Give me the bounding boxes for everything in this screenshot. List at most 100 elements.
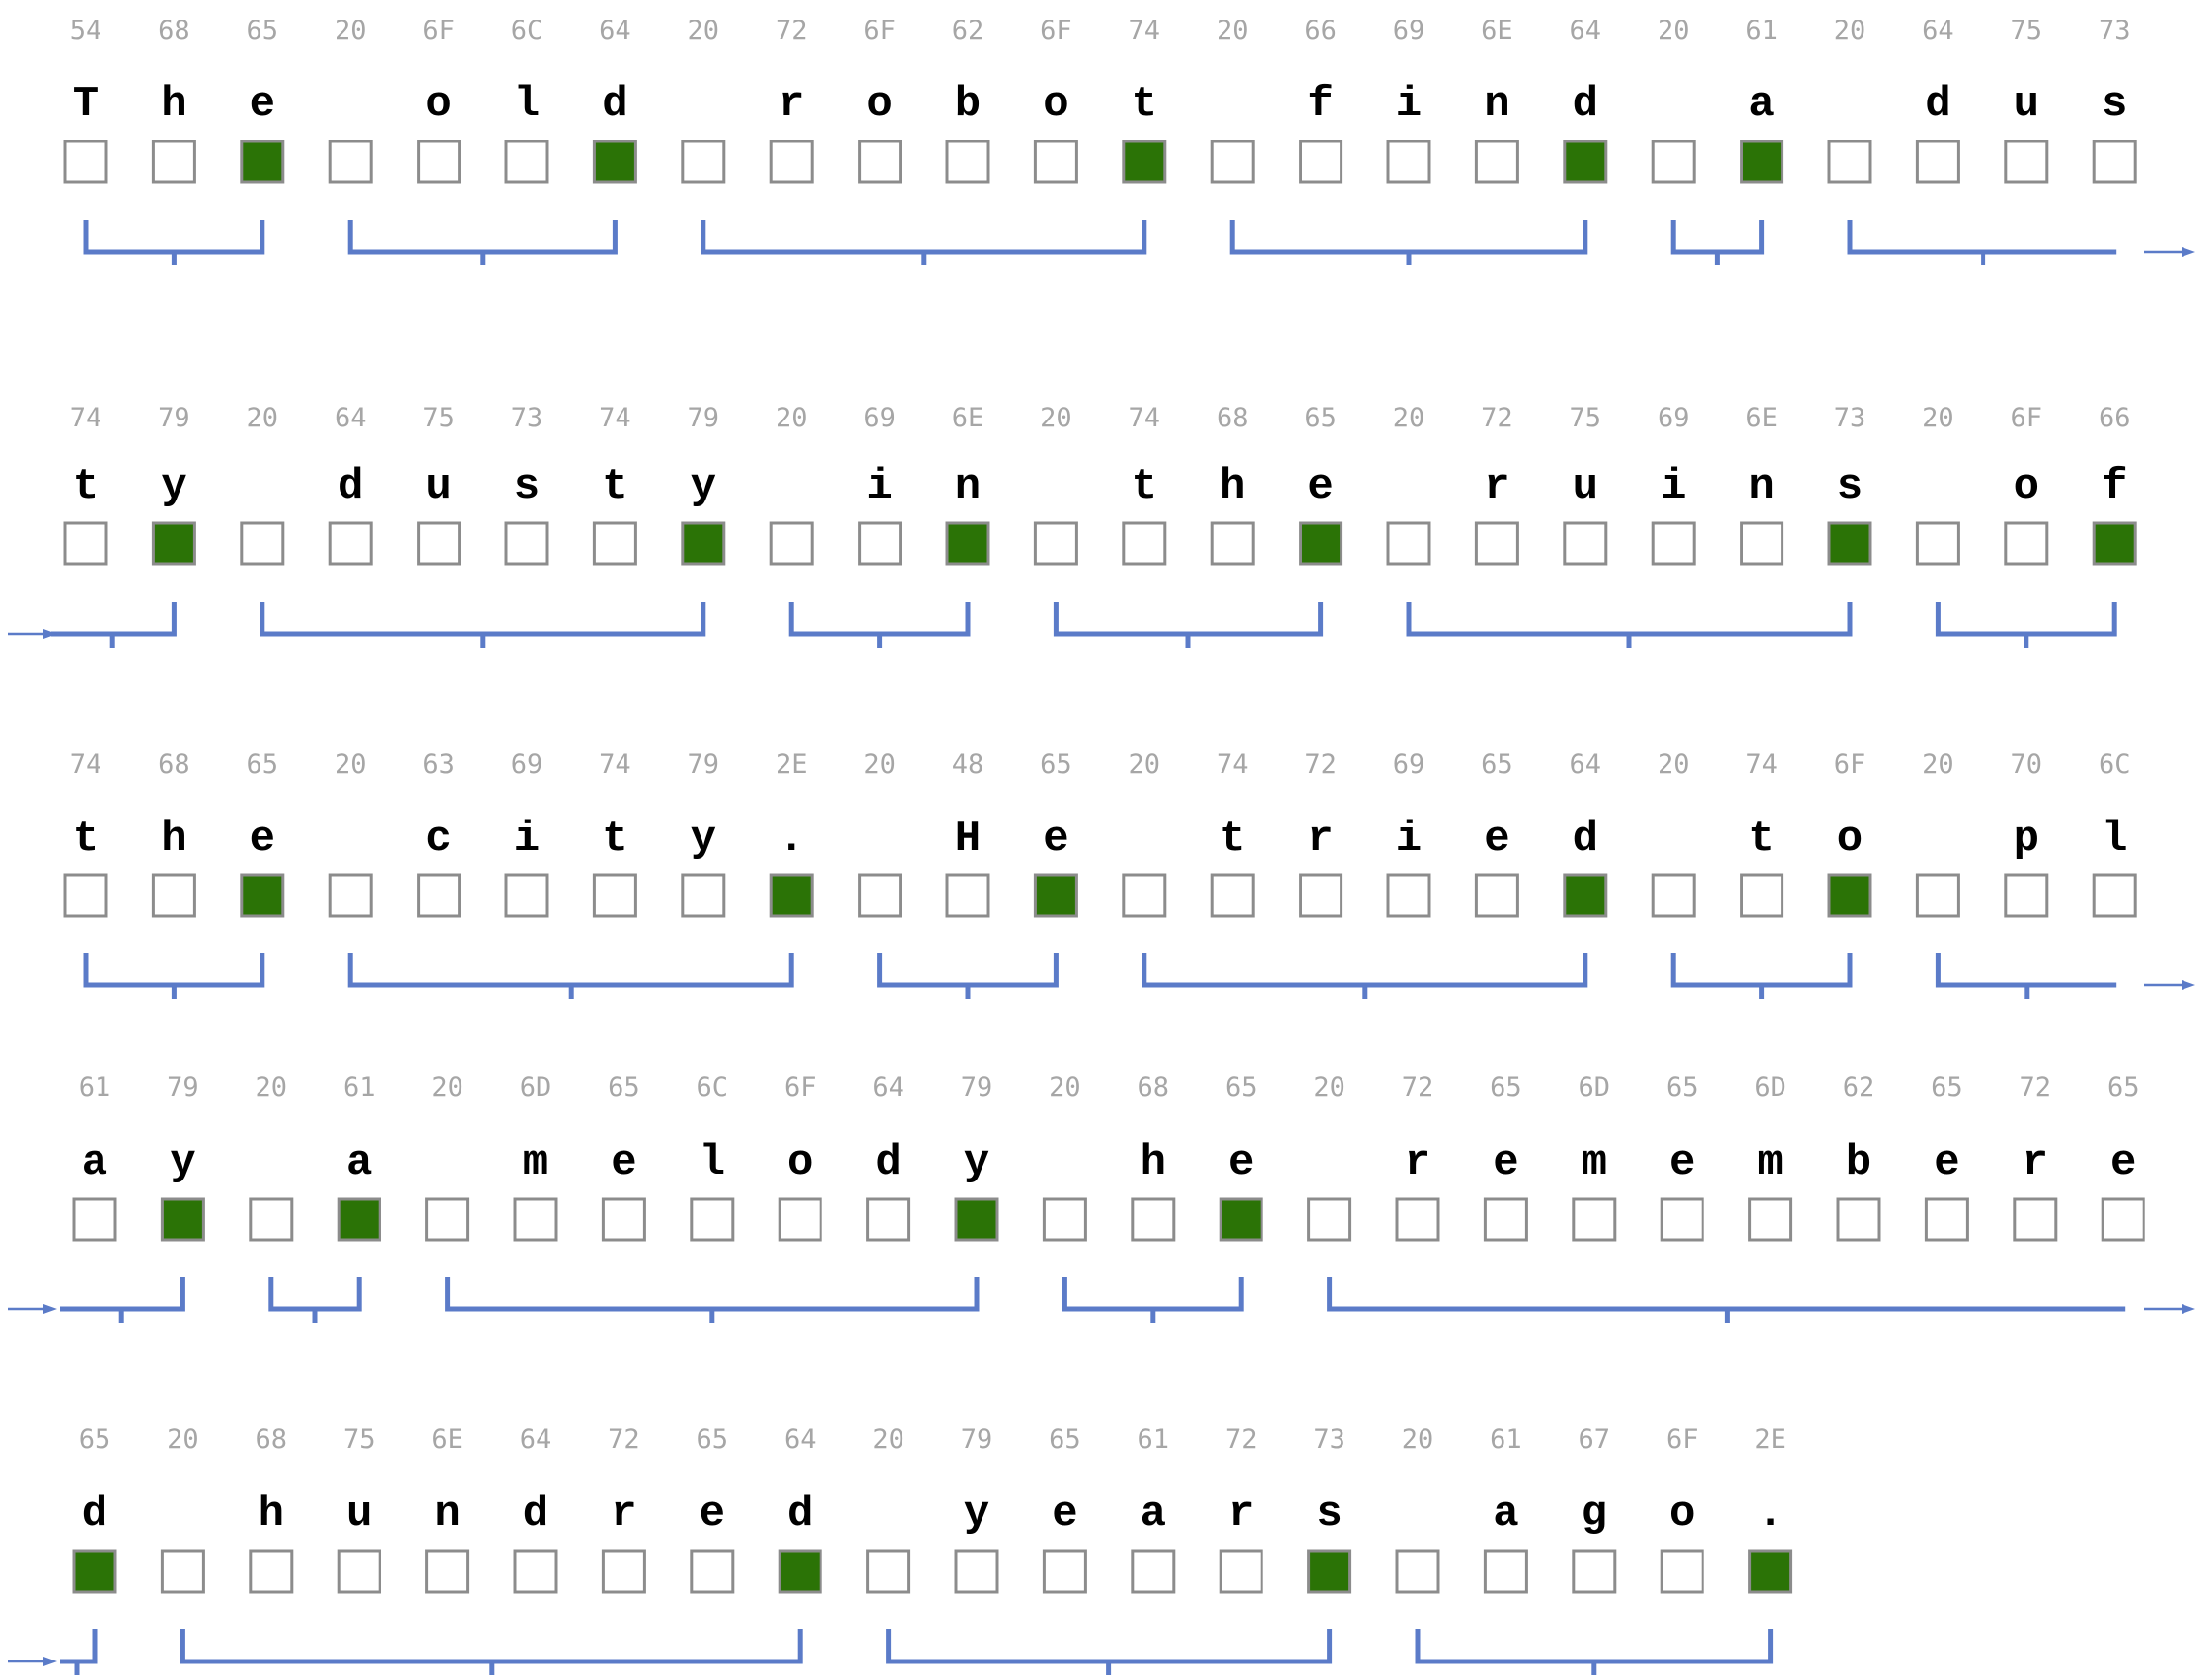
- byte-cell: 20: [1827, 16, 1872, 184]
- character: e: [1043, 815, 1068, 863]
- byte-cell: 64d: [592, 16, 637, 184]
- byte-cell: 61a: [1740, 16, 1784, 184]
- hex-code: 65: [1481, 749, 1513, 780]
- character: u: [1573, 462, 1598, 511]
- character: y: [964, 1490, 989, 1539]
- hex-code: 65: [1040, 749, 1072, 780]
- hex-code: 72: [1481, 403, 1513, 433]
- character: e: [1493, 1139, 1518, 1187]
- character: o: [1669, 1490, 1695, 1539]
- token-end-box: [592, 140, 637, 184]
- byte-cell: 68h: [249, 1424, 294, 1594]
- hex-code: 65: [1490, 1072, 1522, 1102]
- byte-box: [417, 521, 461, 566]
- hex-code: 68: [1138, 1072, 1170, 1102]
- byte-box: [601, 1549, 646, 1594]
- byte-box: [1042, 1549, 1087, 1594]
- hex-code: 6D: [520, 1072, 552, 1102]
- hex-code: 63: [422, 749, 455, 780]
- byte-cell: 73s: [504, 403, 549, 566]
- continuation-out-arrow: [2144, 980, 2195, 990]
- byte-box: [504, 521, 549, 566]
- hex-code: 79: [961, 1072, 993, 1102]
- hex-code: 72: [608, 1424, 640, 1455]
- byte-box: [1651, 521, 1696, 566]
- hex-code: 20: [1217, 16, 1249, 46]
- hex-code: 2E: [776, 749, 808, 780]
- byte-cell: 65 e: [1483, 1072, 1528, 1242]
- byte-box: [1483, 1549, 1528, 1594]
- hex-code: 74: [70, 749, 102, 780]
- byte-cell: 20: [1210, 16, 1255, 184]
- byte-cell: 2E.: [769, 749, 814, 918]
- character: e: [611, 1139, 636, 1187]
- token-end-box: [681, 521, 726, 566]
- byte-box: [513, 1549, 558, 1594]
- hex-code: 6F: [1666, 1424, 1699, 1455]
- hex-code: 70: [2011, 749, 2043, 780]
- character: y: [161, 462, 186, 511]
- byte-cell: 20: [249, 1072, 294, 1242]
- hex-code: 6E: [1745, 403, 1778, 433]
- byte-cell: 73s: [1307, 1424, 1352, 1594]
- character: d: [82, 1490, 107, 1539]
- byte-cell: 6Cl: [2092, 749, 2137, 918]
- hex-code: 79: [961, 1424, 993, 1455]
- token-bracket: [1062, 1277, 1244, 1323]
- character: o: [1837, 815, 1863, 863]
- byte-box: [1131, 1197, 1176, 1242]
- character: e: [250, 815, 275, 863]
- token-bracket: [886, 1629, 1333, 1675]
- continuation-in-arrow: [8, 1304, 57, 1314]
- byte-box: [1386, 140, 1431, 184]
- byte-box: [1915, 521, 1960, 566]
- token-end-box: [2092, 521, 2137, 566]
- byte-box: [1299, 873, 1343, 918]
- token-end-box: [1748, 1549, 1793, 1594]
- character: o: [2014, 462, 2039, 511]
- hex-code: 20: [247, 403, 279, 433]
- hex-code: 6C: [697, 1072, 729, 1102]
- byte-cell: 64d: [1915, 16, 1960, 184]
- hex-code: 61: [1745, 16, 1778, 46]
- byte-box: [690, 1549, 735, 1594]
- hex-code: 20: [335, 749, 367, 780]
- hex-code: 61: [1490, 1424, 1522, 1455]
- byte-cell: 6D m: [1748, 1072, 1793, 1242]
- byte-box: [328, 873, 373, 918]
- character: i: [1661, 462, 1686, 511]
- hex-code: 73: [511, 403, 543, 433]
- byte-cell: 61a: [72, 1072, 117, 1242]
- byte-cell: 20: [681, 16, 726, 184]
- byte-box: [858, 873, 902, 918]
- token-end-box: [945, 521, 990, 566]
- byte-cell: 62b: [945, 16, 990, 184]
- hex-code: 20: [688, 16, 720, 46]
- byte-cell: 68h: [1131, 1072, 1176, 1242]
- byte-cell: 65e: [690, 1424, 735, 1594]
- byte-box: [1474, 521, 1519, 566]
- hex-code: 72: [1402, 1072, 1434, 1102]
- hex-code: 20: [431, 1072, 463, 1102]
- byte-box: [1651, 140, 1696, 184]
- token-end-box: [160, 1197, 205, 1242]
- token-end-box: [769, 873, 814, 918]
- byte-cell: 20: [1651, 16, 1696, 184]
- character: d: [875, 1139, 901, 1187]
- byte-box: [504, 140, 549, 184]
- character: t: [1132, 80, 1157, 129]
- byte-box: [1395, 1197, 1440, 1242]
- byte-cell: 72 r: [1474, 403, 1519, 566]
- byte-box: [63, 873, 108, 918]
- character: m: [1757, 1139, 1783, 1187]
- hex-code: 6F: [784, 1072, 817, 1102]
- byte-box: [1827, 140, 1872, 184]
- hex-code: 6D: [1754, 1072, 1786, 1102]
- character: y: [691, 815, 716, 863]
- byte-box: [945, 140, 990, 184]
- byte-cell: 79y: [681, 749, 726, 918]
- continuation-in-arrow: [8, 1657, 57, 1666]
- character: r: [1484, 462, 1509, 511]
- byte-cell: 72r: [1219, 1424, 1263, 1594]
